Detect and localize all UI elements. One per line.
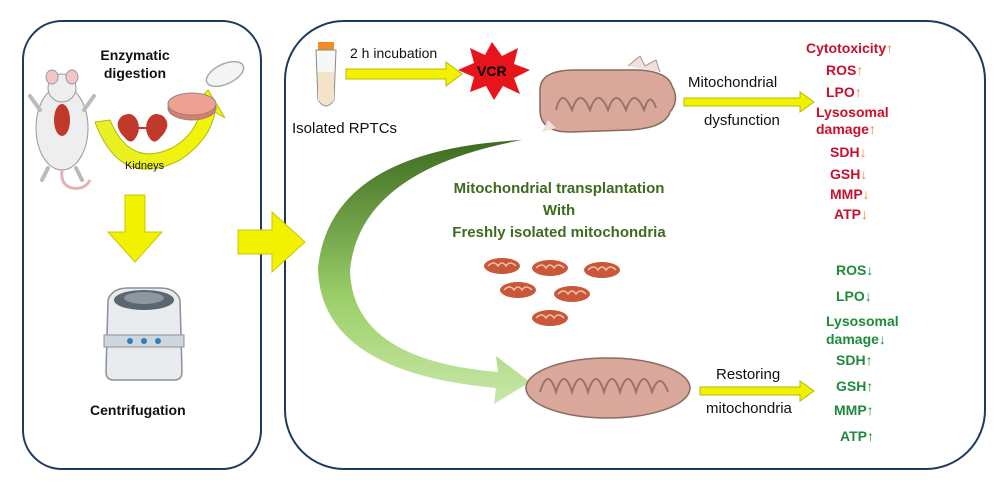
kidneys-icon <box>117 114 168 142</box>
transplant-title-2: With <box>542 202 576 219</box>
restore-marker-sdh: SDH↑ <box>836 352 873 368</box>
rat-icon <box>28 69 96 190</box>
marker-lpo: LPO↑ <box>826 84 862 100</box>
down-arrow <box>106 194 164 263</box>
transplant-title-3: Freshly isolated mitochondria <box>452 224 666 241</box>
cells-label: Isolated RPTCs <box>292 120 398 137</box>
tube-icon <box>315 42 337 107</box>
transplant-title-1: Mitochondrial transplantation <box>453 180 665 197</box>
small-mitochondria <box>484 258 620 326</box>
centrifuge-icon <box>103 287 185 381</box>
marker-lysosomal-damage: Lysosomal damage↑ <box>816 104 889 137</box>
restore-arrow <box>699 380 815 402</box>
mito-small-4 <box>500 282 536 298</box>
step-centrifugation: Centrifugation <box>90 402 186 418</box>
mito-small-5 <box>554 286 590 302</box>
kidneys-label: Kidneys <box>125 160 165 172</box>
restore-marker-lpo: LPO↓ <box>836 288 872 304</box>
marker-atp: ATP↓ <box>834 206 868 222</box>
restore-label-1: Restoring <box>716 366 781 383</box>
marker-cytotoxicity: Cytotoxicity↑ <box>806 40 894 56</box>
incubation-arrow <box>345 61 463 87</box>
marker-mmp: MMP↓ <box>830 186 870 202</box>
marker-sdh: SDH↓ <box>830 144 867 160</box>
dysfunction-arrow <box>683 91 815 113</box>
transition-arrow <box>237 210 306 274</box>
restore-marker-gsh: GSH↑ <box>836 378 874 394</box>
restore-marker-atp: ATP↑ <box>840 428 874 444</box>
healthy-mitochondrion-icon <box>525 357 691 419</box>
restore-label-2: mitochondria <box>706 400 792 417</box>
marker-gsh: GSH↓ <box>830 166 868 182</box>
dysfunction-label-1: Mitochondrial <box>688 74 778 91</box>
petri-dish-icon <box>167 60 245 121</box>
dysfunction-label-2: dysfunction <box>704 112 780 129</box>
mito-small-2 <box>532 260 568 276</box>
incubation-label: 2 h incubation <box>350 45 438 61</box>
mito-small-3 <box>584 262 620 278</box>
step-enzymatic-digestion: Enzymatic digestion <box>100 47 170 81</box>
restore-marker-mmp: MMP↑ <box>834 402 874 418</box>
mito-small-1 <box>484 258 520 274</box>
mito-small-6 <box>532 310 568 326</box>
transplant-curve-arrow <box>318 140 530 404</box>
vcr-star-icon <box>458 42 530 100</box>
restore-marker-lysosomal-damage: Lysosomal damage↓ <box>826 313 899 347</box>
marker-ros: ROS↑ <box>826 62 864 78</box>
damaged-mitochondrion-icon <box>539 55 677 133</box>
restore-marker-ros: ROS↓ <box>836 262 874 278</box>
vcr-label: VCR <box>477 63 507 79</box>
